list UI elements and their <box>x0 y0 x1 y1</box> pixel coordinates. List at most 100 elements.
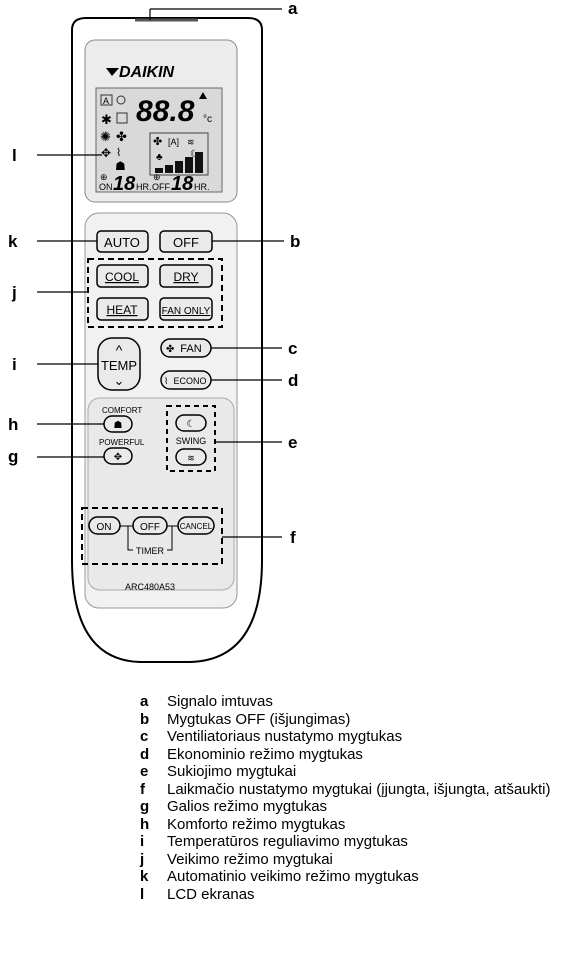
lcd-auto-icon <box>100 94 113 106</box>
legend-text: Galios režimo mygtukas <box>167 798 328 815</box>
legend-letter: h <box>140 815 150 833</box>
legend-item: j Veikimo režimo mygtukai <box>140 851 560 869</box>
legend-item: i Temperatūros reguliavimo mygtukas <box>140 833 560 851</box>
legend-text: Ventiliatoriaus nustatymo mygtukas <box>167 728 403 745</box>
legend-letter: g <box>140 798 150 815</box>
auto-button-label: AUTO <box>104 235 140 250</box>
lcd-timer-digits-off: 18 <box>171 173 194 195</box>
legend-item: a Signalo imtuvas <box>140 693 560 711</box>
legend-letter: j <box>140 850 145 868</box>
callout-e: e <box>288 433 297 452</box>
legend-item: f Laikmačio nustatymo mygtukai (įjungta, … <box>140 781 560 799</box>
timer-button-group <box>81 507 223 565</box>
timer-off-label: OFF <box>140 522 160 533</box>
temp-down-icon[interactable]: ⌄ <box>114 373 125 388</box>
lcd-comfort-icon: ☗ <box>115 159 126 173</box>
callout-g: g <box>8 447 18 466</box>
legend-text: Laikmačio nustatymo mygtukai (įjungta, i… <box>167 780 551 798</box>
econo-button-icon: ⌇ <box>164 376 168 386</box>
swing-vertical-icon: ☾ <box>187 419 196 430</box>
powerful-icon: ✥ <box>114 452 122 463</box>
legend-letter: i <box>140 833 145 850</box>
lcd-fan-box <box>149 132 209 176</box>
mode-button-group <box>87 258 223 328</box>
fan-only-button[interactable] <box>159 297 213 321</box>
swing-horizontal-button[interactable] <box>175 448 207 466</box>
lcd-bar-2 <box>165 165 173 173</box>
cool-button[interactable] <box>96 264 149 288</box>
lcd-sun-icon: ✺ <box>100 129 111 144</box>
legend-item: d Ekonominio režimo mygtukas <box>140 746 560 764</box>
callout-a: a <box>288 0 298 18</box>
legend-text: Temperatūros reguliavimo mygtukas <box>167 833 408 850</box>
lcd-bar-4 <box>185 157 193 173</box>
legend-text: Automatinio veikimo režimo mygtukas <box>167 868 419 885</box>
lcd-clock-off-icon: ⊕ <box>153 172 161 182</box>
lcd-signal-icon <box>116 95 126 105</box>
callout-k: k <box>8 232 18 251</box>
dry-button-label: DRY <box>173 270 198 284</box>
legend-letter: a <box>140 693 149 710</box>
lcd-auto-letter: A <box>103 96 109 106</box>
legend-item: c Ventiliatoriaus nustatymo mygtukas <box>140 728 560 746</box>
powerful-label: POWERFUL <box>99 438 145 447</box>
legend-letter: e <box>140 763 149 780</box>
timer-cancel-label: CANCEL <box>180 522 213 531</box>
swing-vertical-button[interactable] <box>175 414 207 432</box>
legend-letter: d <box>140 745 150 763</box>
legend-text: Sukiojimo mygtukai <box>167 763 297 780</box>
comfort-label: COMFORT <box>102 406 142 415</box>
legend-item: k Automatinio veikimo režimo mygtukas <box>140 868 560 886</box>
legend-letter: k <box>140 868 149 885</box>
timer-on-label: ON <box>97 522 112 533</box>
lcd-moon-icon: ☾ <box>190 149 199 160</box>
brand-logo: DAIKIN <box>119 64 175 81</box>
callout-lines <box>37 8 284 538</box>
lcd-auto-fan-icon: [A] <box>168 137 179 147</box>
lcd-temp-digits: 88.8 <box>136 95 195 128</box>
off-button-label: OFF <box>173 235 199 250</box>
callout-l: l <box>12 146 17 165</box>
legend-letter: b <box>140 710 150 728</box>
swing-button-group <box>166 405 216 472</box>
lcd-bar-1 <box>155 168 163 173</box>
powerful-button[interactable] <box>103 447 133 465</box>
callout-d: d <box>288 371 298 390</box>
legend-item: l LCD ekranas <box>140 886 560 904</box>
lcd-night-icon: ♣ <box>156 152 163 163</box>
legend-text: Veikimo režimo mygtukai <box>167 850 333 868</box>
temp-up-icon[interactable]: ^ <box>116 342 123 358</box>
swing-horizontal-icon: ≋ <box>187 453 195 463</box>
lcd-timer-on: ON <box>99 182 113 192</box>
swing-label: SWING <box>176 436 207 446</box>
temp-button-label: TEMP <box>101 358 137 373</box>
callout-c: c <box>288 339 297 358</box>
timer-label-bg <box>133 544 167 556</box>
legend-letter: f <box>140 780 145 798</box>
legend-text: Signalo imtuvas <box>167 693 273 710</box>
comfort-icon: ☗ <box>114 420 123 431</box>
legend-item: g Galios režimo mygtukas <box>140 798 560 816</box>
fan-button-label: FAN <box>180 343 201 355</box>
callout-j: j <box>11 283 17 302</box>
lcd-bar-5 <box>195 152 203 173</box>
legend-text: LCD ekranas <box>167 885 255 903</box>
heat-button[interactable] <box>96 297 149 321</box>
dry-button[interactable] <box>159 264 213 288</box>
legend-text: Ekonominio režimo mygtukas <box>167 745 363 763</box>
lcd-hr-on: HR. <box>136 182 152 192</box>
lcd-timer-digits-on: 18 <box>113 173 136 195</box>
legend-letter: c <box>140 728 149 745</box>
callout-b: b <box>290 232 300 251</box>
callout-i: i <box>12 355 17 374</box>
lower-panel <box>87 397 235 591</box>
econo-button-label: ECONO <box>173 376 206 386</box>
legend-letter: l <box>140 885 145 903</box>
timer-label: TIMER <box>136 546 164 556</box>
lcd-hr-off: HR. <box>194 182 210 192</box>
fan-only-button-label: FAN ONLY <box>162 306 211 317</box>
lcd-fan-icon: ✤ <box>116 129 127 144</box>
